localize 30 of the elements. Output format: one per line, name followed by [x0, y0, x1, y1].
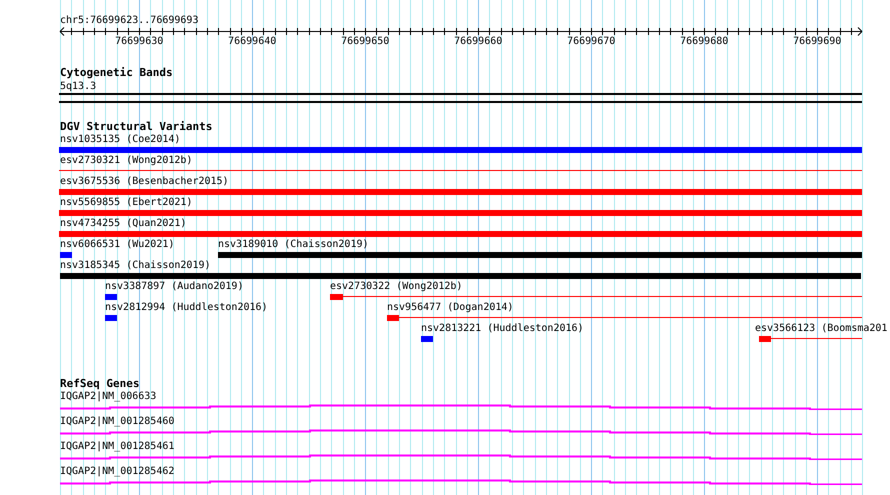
- feature-label: 5q13.3: [60, 81, 96, 93]
- feature-label: esv2730321 (Wong2012b): [60, 155, 192, 167]
- feature-label: nsv4734255 (Quan2021): [60, 218, 186, 230]
- feature-label: IQGAP2|NM_001285460: [60, 416, 174, 428]
- tick-label: 76699680: [680, 36, 728, 48]
- feature-label: IQGAP2|NM_006633: [60, 391, 156, 403]
- tick-label: 76699650: [341, 36, 390, 48]
- coordinate-label: chr5:76699623..76699693: [60, 15, 198, 27]
- tick-label: 76699670: [567, 36, 616, 48]
- tick-label: 76699640: [228, 36, 276, 48]
- feature-label: esv3566123 (Boomsma201: [755, 323, 888, 335]
- feature-label: IQGAP2|NM_001285462: [60, 466, 174, 478]
- feature-label: nsv2812994 (Huddleston2016): [105, 302, 268, 314]
- feature-label: nsv5569855 (Ebert2021): [60, 197, 192, 209]
- feature-label: nsv3185345 (Chaisson2019): [60, 260, 211, 272]
- feature-label: esv2730322 (Wong2012b): [330, 281, 462, 293]
- track-heading: DGV Structural Variants: [60, 121, 212, 133]
- feature-label: esv3675536 (Besenbacher2015): [60, 176, 229, 188]
- feature-label: IQGAP2|NM_001285461: [60, 441, 174, 453]
- track-heading: RefSeq Genes: [60, 378, 140, 390]
- feature-label: nsv956477 (Dogan2014): [387, 302, 514, 314]
- feature-label: nsv6066531 (Wu2021): [60, 239, 174, 251]
- tick-label: 76699690: [793, 36, 842, 48]
- feature-label: nsv3189010 (Chaisson2019): [218, 239, 369, 251]
- tick-label: 76699630: [115, 36, 164, 48]
- feature-label: nsv1035135 (Coe2014): [60, 134, 180, 146]
- feature-label: nsv2813221 (Huddleston2016): [421, 323, 584, 335]
- track-heading: Cytogenetic Bands: [60, 67, 173, 79]
- tick-label: 76699660: [454, 36, 502, 48]
- feature-label: nsv3387897 (Audano2019): [105, 281, 244, 293]
